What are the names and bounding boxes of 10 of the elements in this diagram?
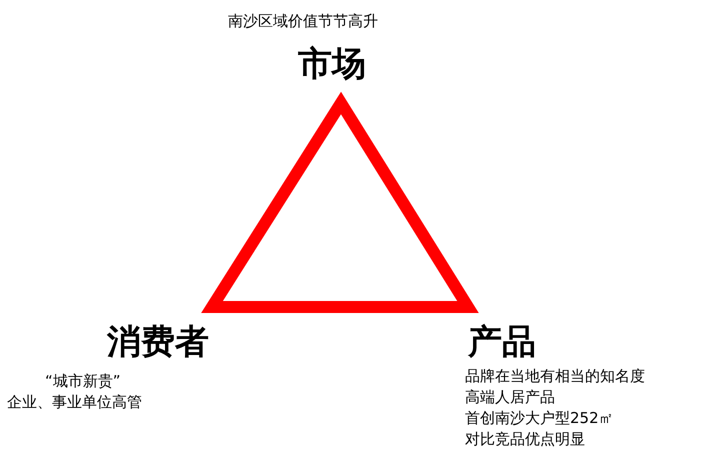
annotation-text: 对比竞品优点明显 [465,430,585,448]
annotation-text: 首创南沙大户型252㎡ [465,409,614,427]
vertex-label: 产品 [468,322,536,363]
annotation-text: 南沙区域价值节节高升 [228,12,378,30]
annotation-text: 企业、事业单位高管 [7,393,142,411]
vertex-label: 消费者 [107,322,209,363]
annotation-text: “城市新贵” [45,372,121,390]
annotation-text: 高端人居产品 [465,388,555,406]
annotation-text: 品牌在当地有相当的知名度 [465,367,645,385]
vertex-label: 市场 [298,44,366,85]
